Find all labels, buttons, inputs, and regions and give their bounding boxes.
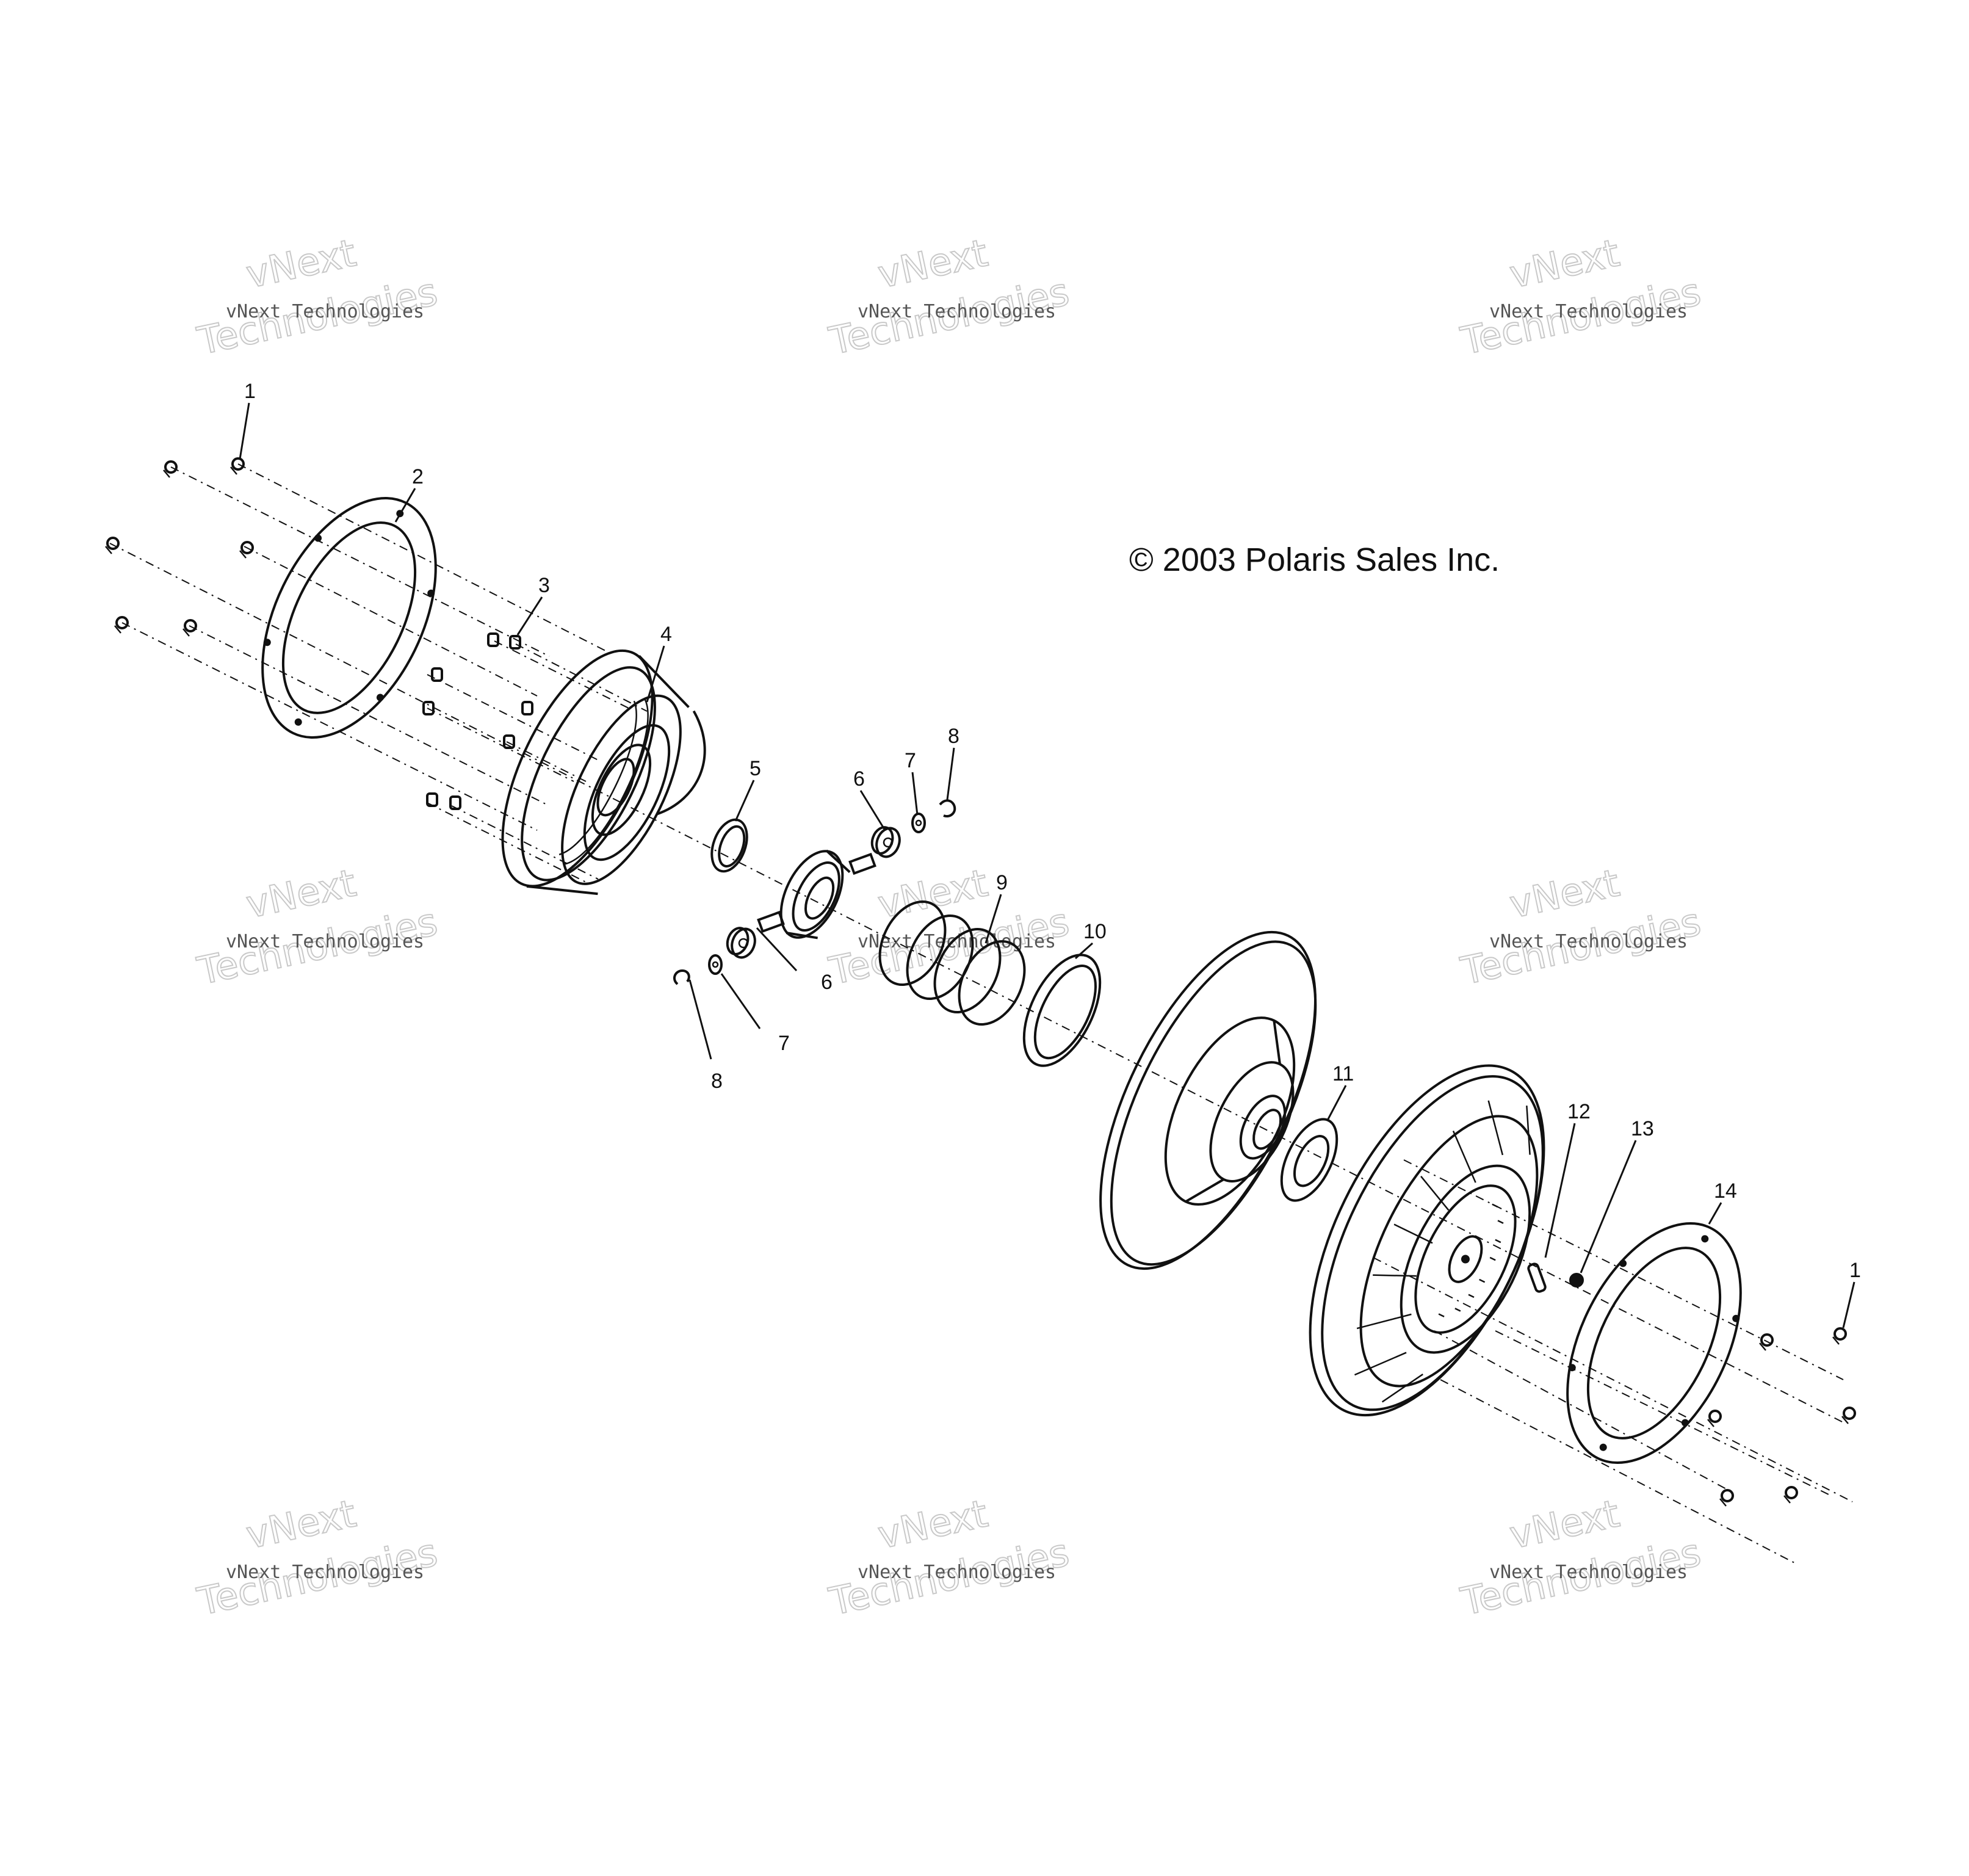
callout-14: 14 bbox=[1714, 1179, 1737, 1203]
pin bbox=[1527, 1262, 1547, 1293]
watermark-top-right: vNext Technologies vNext Technologies bbox=[1456, 230, 1705, 364]
assembly-axes bbox=[109, 463, 1853, 1563]
callout-8-lower: 8 bbox=[711, 1070, 723, 1093]
svg-text:vNext: vNext bbox=[242, 860, 359, 927]
hub-shaft-lower bbox=[757, 910, 785, 933]
callout-6-lower: 6 bbox=[821, 971, 833, 994]
bearing-upper bbox=[870, 826, 901, 858]
svg-text:vNext: vNext bbox=[1506, 230, 1623, 297]
svg-text:vNext Technologies: vNext Technologies bbox=[1489, 301, 1688, 322]
callout-7-lower: 7 bbox=[778, 1032, 790, 1055]
screw bbox=[1832, 1327, 1847, 1345]
screw bbox=[163, 460, 178, 478]
washer-upper bbox=[911, 813, 926, 833]
copyright-text: © 2003 Polaris Sales Inc. bbox=[1129, 541, 1500, 578]
svg-text:vNext Technologies: vNext Technologies bbox=[858, 301, 1056, 322]
bolt bbox=[487, 632, 499, 647]
svg-text:vNext: vNext bbox=[242, 230, 359, 297]
screw bbox=[239, 541, 254, 559]
screw bbox=[182, 619, 197, 637]
fixed-sheave bbox=[1099, 930, 1317, 1270]
hub-shaft-upper bbox=[848, 852, 876, 875]
callout-9: 9 bbox=[996, 871, 1008, 894]
screw bbox=[1783, 1486, 1798, 1504]
callout-2: 2 bbox=[412, 465, 424, 488]
screw bbox=[1719, 1489, 1734, 1507]
nut bbox=[1569, 1273, 1584, 1287]
e-clip-lower bbox=[673, 969, 690, 985]
roller-hub bbox=[779, 849, 851, 940]
callout-10: 10 bbox=[1083, 920, 1107, 943]
screw bbox=[1759, 1333, 1774, 1351]
svg-text:vNext Technologies: vNext Technologies bbox=[226, 301, 424, 322]
watermark-top-center: vNext Technologies vNext Technologies bbox=[825, 230, 1074, 364]
gasket-ring-right bbox=[1566, 1222, 1742, 1464]
watermark-top-left: vNext Technologies vNext Technologies bbox=[193, 230, 442, 364]
callout-11: 11 bbox=[1332, 1062, 1354, 1085]
screw-set-right bbox=[1707, 1327, 1856, 1507]
watermark-bottom-left: vNext Technologies vNext Technologies bbox=[193, 1490, 442, 1624]
cover-housing bbox=[501, 649, 706, 896]
callout-1-left: 1 bbox=[244, 380, 256, 403]
bolt bbox=[509, 635, 521, 650]
callout-8-upper: 8 bbox=[948, 725, 959, 748]
seal-ring bbox=[1022, 954, 1102, 1067]
svg-text:vNext: vNext bbox=[874, 1491, 991, 1557]
retaining-ring bbox=[710, 818, 748, 873]
svg-text:vNext: vNext bbox=[242, 1491, 359, 1557]
bolt bbox=[422, 701, 435, 715]
washer-lower bbox=[708, 954, 723, 975]
leader-lines bbox=[239, 402, 1855, 1328]
bearing-lower bbox=[726, 927, 756, 959]
bolt-set bbox=[422, 632, 533, 810]
callout-numbers: 1 2 3 4 5 6 7 8 9 10 11 12 13 14 1 6 7 8 bbox=[244, 380, 1861, 1282]
svg-text:vNext: vNext bbox=[874, 860, 991, 927]
svg-text:vNext Technologies: vNext Technologies bbox=[1489, 1562, 1688, 1583]
thrust-washer bbox=[1280, 1118, 1339, 1202]
callout-3: 3 bbox=[538, 574, 550, 597]
svg-text:vNext: vNext bbox=[1506, 1491, 1623, 1557]
bolt bbox=[521, 701, 533, 715]
bolt bbox=[503, 734, 515, 749]
watermark-middle-left: vNext Technologies vNext Technologies bbox=[193, 860, 442, 994]
screw bbox=[1841, 1407, 1856, 1424]
callout-13: 13 bbox=[1631, 1117, 1654, 1140]
compression-spring bbox=[878, 900, 1026, 1026]
watermark-bottom-right: vNext Technologies vNext Technologies bbox=[1456, 1490, 1705, 1624]
svg-text:vNext: vNext bbox=[874, 230, 991, 297]
svg-text:vNext Technologies: vNext Technologies bbox=[1489, 931, 1688, 952]
callout-5: 5 bbox=[750, 757, 761, 780]
bolt bbox=[449, 795, 461, 810]
bolt bbox=[431, 667, 443, 682]
callout-7-upper: 7 bbox=[905, 749, 916, 772]
svg-text:vNext Technologies: vNext Technologies bbox=[226, 1562, 424, 1583]
svg-text:vNext Technologies: vNext Technologies bbox=[858, 1562, 1056, 1583]
watermark-bottom-center: vNext Technologies vNext Technologies bbox=[825, 1490, 1074, 1624]
screw bbox=[114, 616, 129, 634]
svg-text:vNext Technologies: vNext Technologies bbox=[858, 931, 1056, 952]
callout-6-upper: 6 bbox=[853, 767, 865, 791]
movable-sheave bbox=[1309, 1064, 1545, 1417]
screw bbox=[230, 457, 245, 475]
callout-12: 12 bbox=[1567, 1100, 1591, 1123]
callout-4: 4 bbox=[660, 623, 672, 646]
screw bbox=[1707, 1410, 1722, 1427]
svg-text:vNext Technologies: vNext Technologies bbox=[226, 931, 424, 952]
watermark-middle-right: vNext Technologies vNext Technologies bbox=[1456, 860, 1705, 994]
screw bbox=[105, 537, 120, 554]
callout-1-right: 1 bbox=[1849, 1259, 1861, 1282]
svg-text:vNext: vNext bbox=[1506, 860, 1623, 927]
e-clip-upper bbox=[939, 799, 956, 817]
gasket-ring-left bbox=[261, 497, 437, 739]
screw-set-left bbox=[105, 457, 254, 637]
bolt bbox=[426, 792, 438, 807]
